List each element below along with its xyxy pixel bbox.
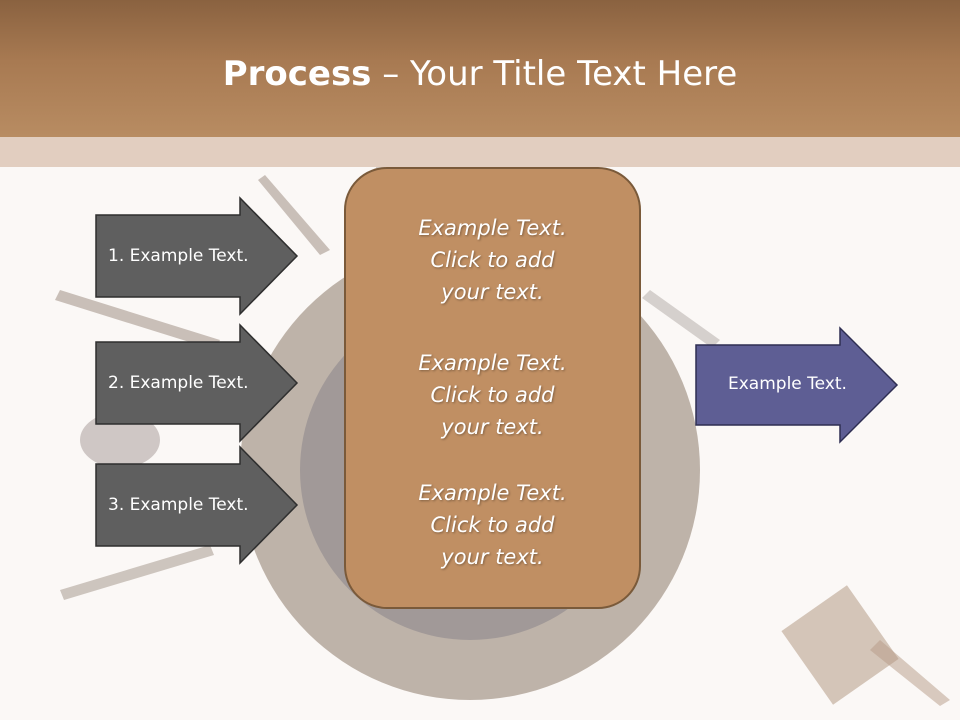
center-paragraph-2: Example Text. Click to add your text. — [345, 347, 640, 443]
center-p1-line1: Example Text. — [418, 216, 567, 240]
right-arrow-label: Example Text. — [728, 374, 847, 394]
title-band — [0, 0, 960, 137]
center-paragraph-3: Example Text. Click to add your text. — [345, 477, 640, 573]
arrow-3-shape[interactable] — [95, 445, 299, 565]
center-p1-line2: Click to add — [430, 248, 555, 272]
arrow-3-label: 3. Example Text. — [108, 495, 249, 515]
arrow-2-label: 2. Example Text. — [108, 373, 249, 393]
arrow-1-label: 1. Example Text. — [108, 246, 249, 266]
center-p3-line2: Click to add — [430, 513, 555, 537]
center-p2-line2: Click to add — [430, 383, 555, 407]
arrow-1-shape[interactable] — [95, 196, 299, 316]
title-subband — [0, 137, 960, 167]
center-p3-line3: your text. — [441, 545, 544, 569]
slide-title[interactable]: Process – Your Title Text Here — [0, 52, 960, 96]
arrow-2-shape[interactable] — [95, 323, 299, 443]
center-p3-line1: Example Text. — [418, 481, 567, 505]
center-p2-line3: your text. — [441, 415, 544, 439]
center-paragraph-1: Example Text. Click to add your text. — [345, 212, 640, 308]
right-arrow-shape[interactable] — [695, 326, 899, 444]
center-p2-line1: Example Text. — [418, 351, 567, 375]
slide-title-bold: Process — [222, 54, 372, 94]
slide-title-rest: – Your Title Text Here — [371, 54, 738, 94]
center-p1-line3: your text. — [441, 280, 544, 304]
center-box-shape[interactable] — [344, 167, 641, 609]
